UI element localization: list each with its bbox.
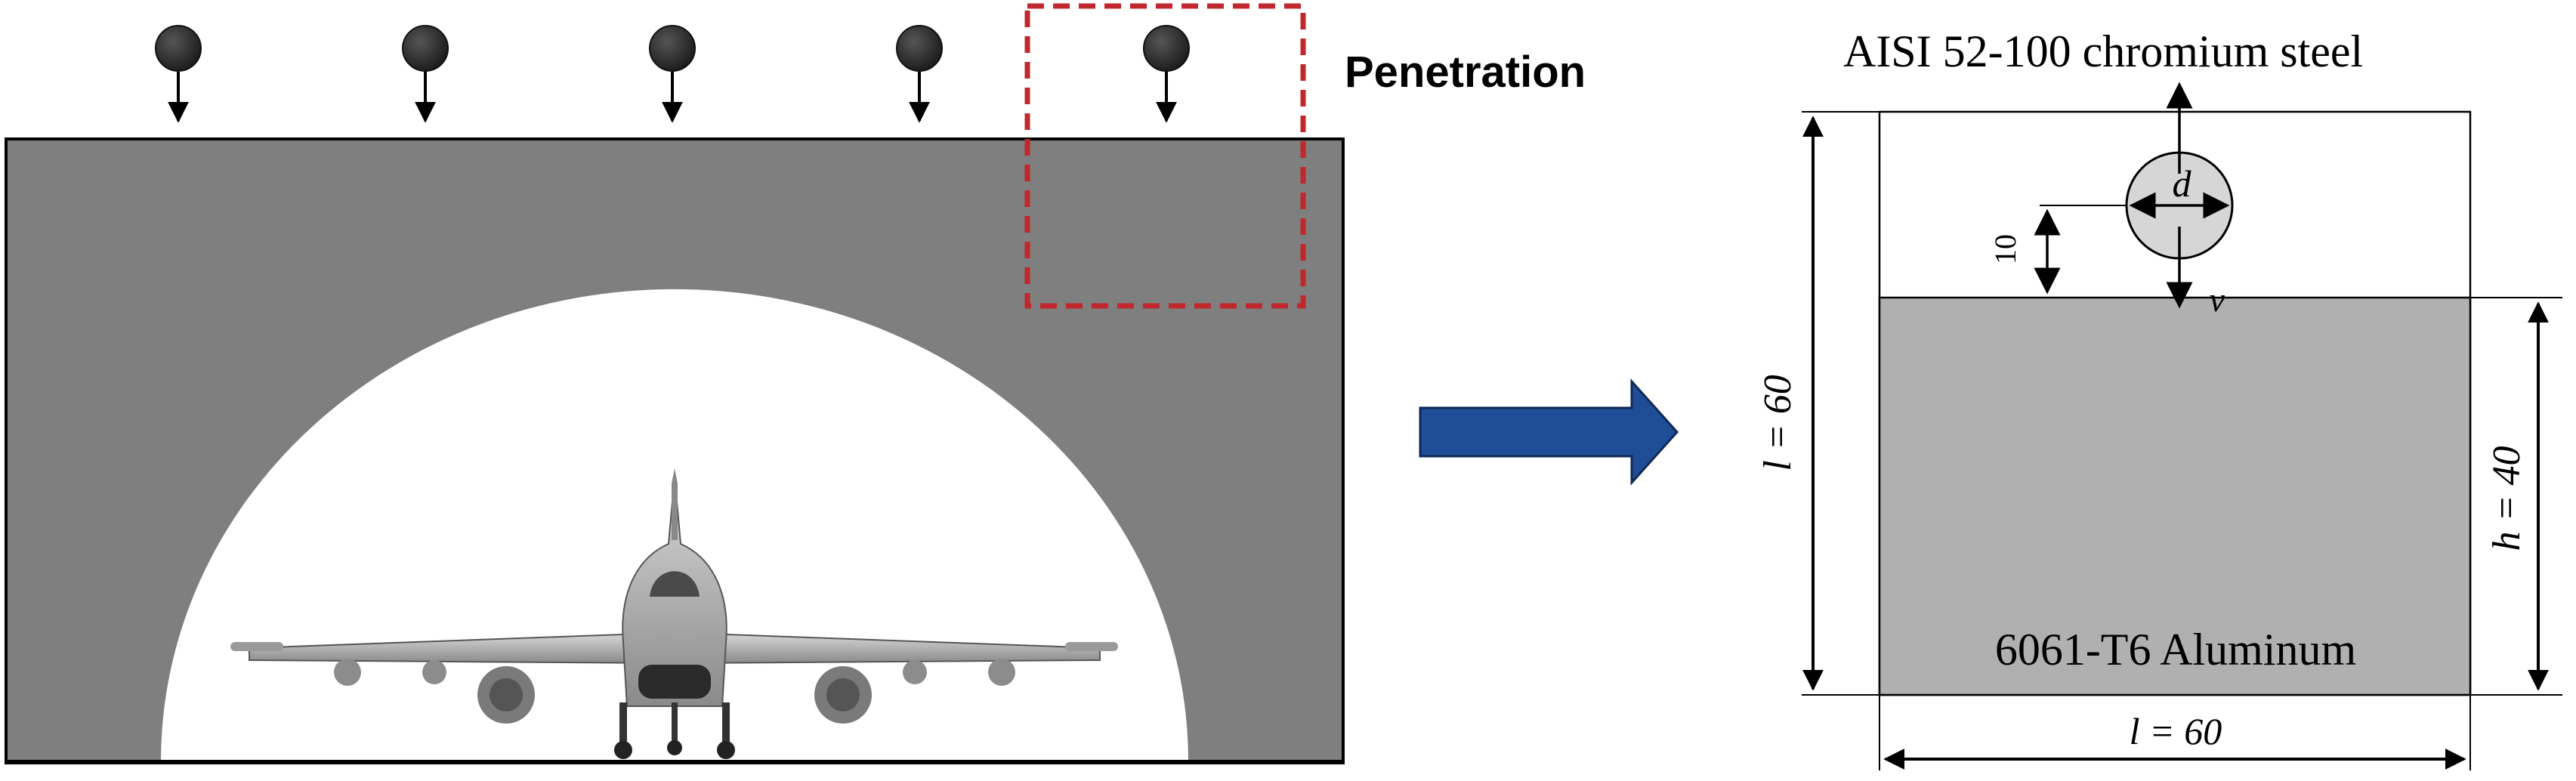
length-bottom-label: l = 60: [2130, 710, 2222, 752]
target-block: [1878, 296, 2472, 696]
projectile-row: [155, 25, 1190, 123]
diameter-label: d: [2173, 162, 2192, 205]
right-panel: AISI 52-100 chromium steel l = 60 h = 40…: [1756, 26, 2562, 770]
target-material-label: 6061-T6 Aluminum: [1995, 625, 2356, 674]
projectile-material-label: AISI 52-100 chromium steel: [1843, 26, 2363, 76]
velocity-label: v: [2210, 280, 2225, 319]
length-left-label: l = 60: [1756, 375, 1799, 471]
falling-projectile: [155, 25, 202, 123]
transition-arrow: [1419, 378, 1679, 486]
gap-label: 10: [1988, 234, 2022, 264]
falling-projectile: [649, 25, 696, 123]
fighter-jet-illustration: [230, 468, 1118, 759]
height-label: h = 40: [2485, 446, 2528, 551]
falling-projectile: [896, 25, 943, 123]
penetration-label: Penetration: [1345, 48, 1586, 97]
falling-projectile: [402, 25, 449, 123]
falling-projectile: [1143, 25, 1190, 123]
left-panel: Penetration: [5, 3, 1586, 764]
penetration-highlight-box: [1024, 3, 1306, 309]
